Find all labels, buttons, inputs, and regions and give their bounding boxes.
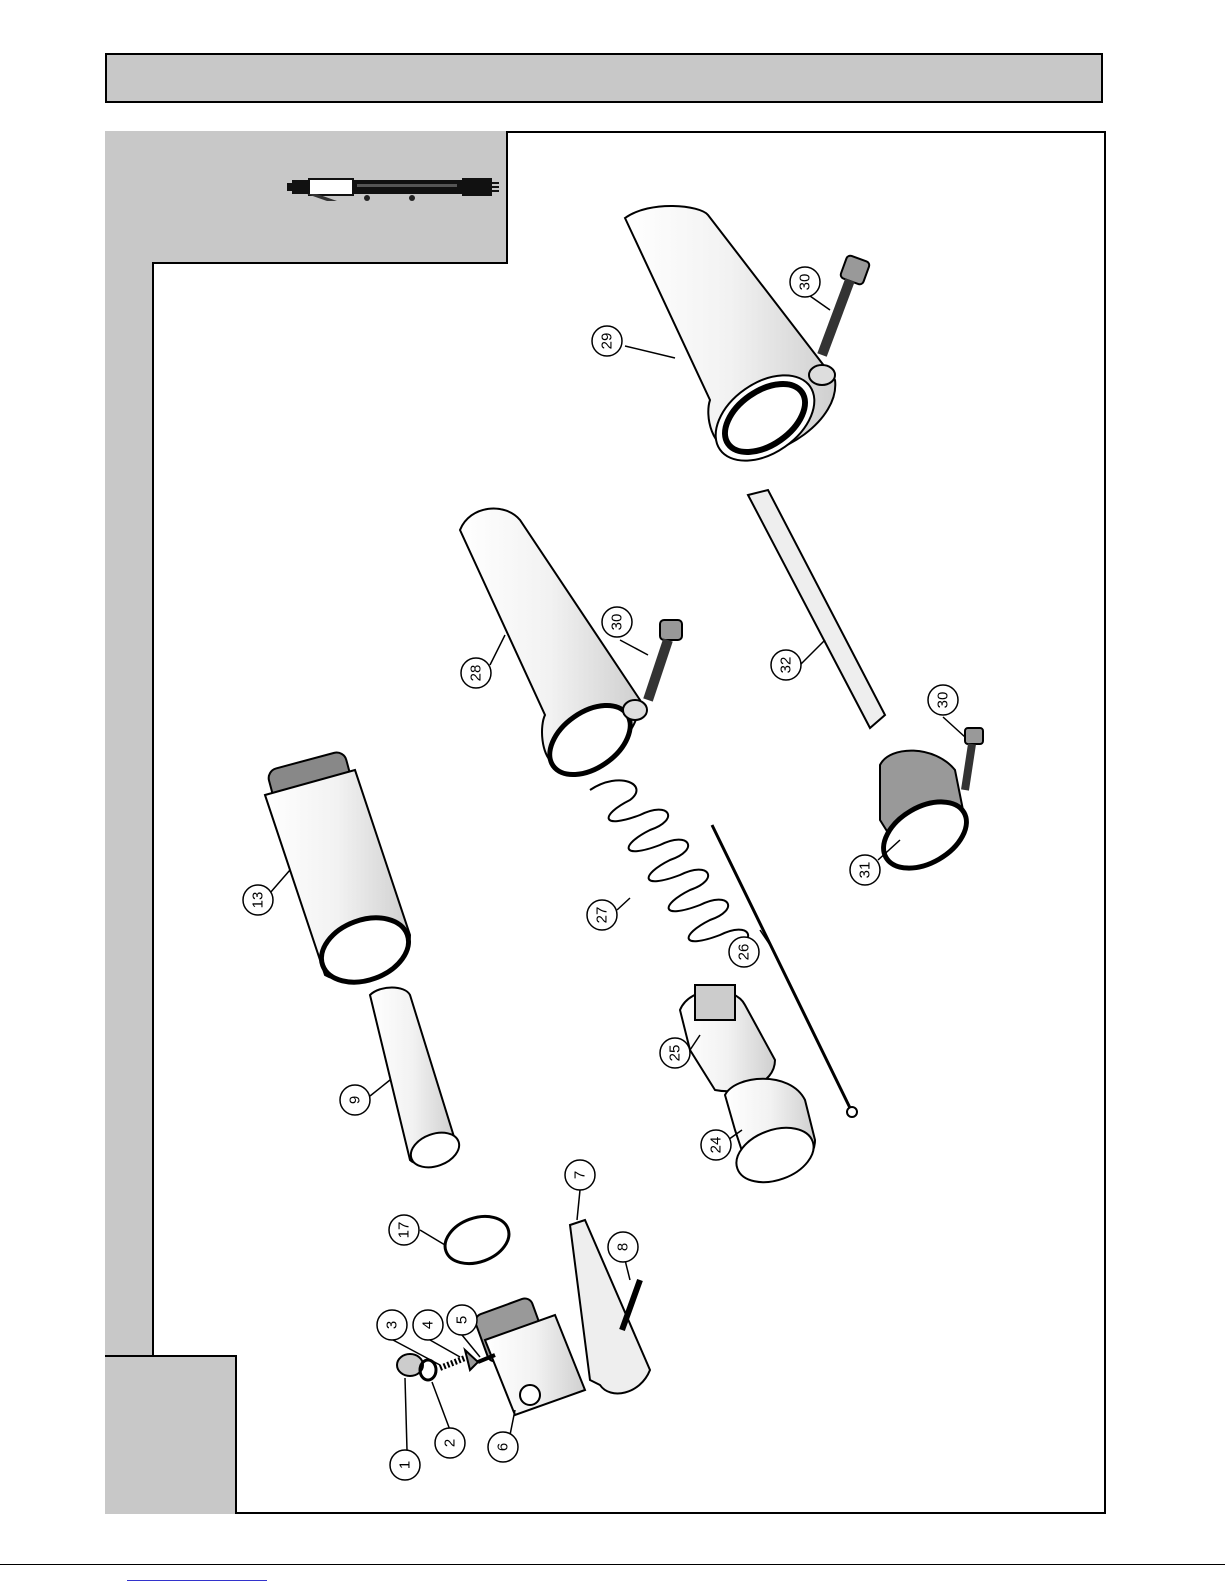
callout-label-28: 28 xyxy=(468,665,485,682)
callout-label-1: 1 xyxy=(397,1461,414,1469)
callout-label-4: 4 xyxy=(420,1321,437,1329)
footer-rule xyxy=(0,1564,1225,1565)
callout-label-25: 25 xyxy=(667,1045,684,1062)
callout-label-29: 29 xyxy=(599,333,616,350)
part-30-bolt-middle xyxy=(648,620,682,700)
part-8-pin xyxy=(622,1280,640,1330)
part-28-housing-tube xyxy=(460,509,647,789)
callout-label-32: 32 xyxy=(778,657,795,674)
footer-link-underline[interactable] xyxy=(127,1580,267,1581)
part-24-cap xyxy=(725,1079,821,1192)
callout-label-26: 26 xyxy=(736,944,753,961)
callout-label-30c: 30 xyxy=(935,692,952,709)
callout-label-13: 13 xyxy=(250,892,267,909)
callout-label-3: 3 xyxy=(384,1321,401,1329)
part-17-o-ring xyxy=(438,1208,515,1272)
callout-label-31: 31 xyxy=(857,862,874,879)
callout-label-5: 5 xyxy=(454,1316,471,1324)
part-9-valve xyxy=(370,988,464,1174)
callout-label-30b: 30 xyxy=(609,614,626,631)
callout-label-6: 6 xyxy=(495,1443,512,1451)
part-30-bolt-lower xyxy=(965,728,983,790)
part-32-chisel xyxy=(748,490,885,728)
part-30-bolt-upper xyxy=(822,255,870,355)
part-25-piston xyxy=(680,985,775,1091)
callout-label-27: 27 xyxy=(594,907,611,924)
part-31-retainer xyxy=(872,751,978,882)
callout-label-17: 17 xyxy=(396,1222,413,1239)
callout-label-30a: 30 xyxy=(797,274,814,291)
callout-label-7: 7 xyxy=(572,1171,589,1179)
callout-label-9: 9 xyxy=(347,1096,364,1104)
callout-label-8: 8 xyxy=(615,1243,632,1251)
callout-label-2: 2 xyxy=(442,1439,459,1447)
part-29-front-housing xyxy=(625,206,835,478)
part-3-spring xyxy=(440,1358,465,1368)
callout-label-24: 24 xyxy=(708,1137,725,1154)
